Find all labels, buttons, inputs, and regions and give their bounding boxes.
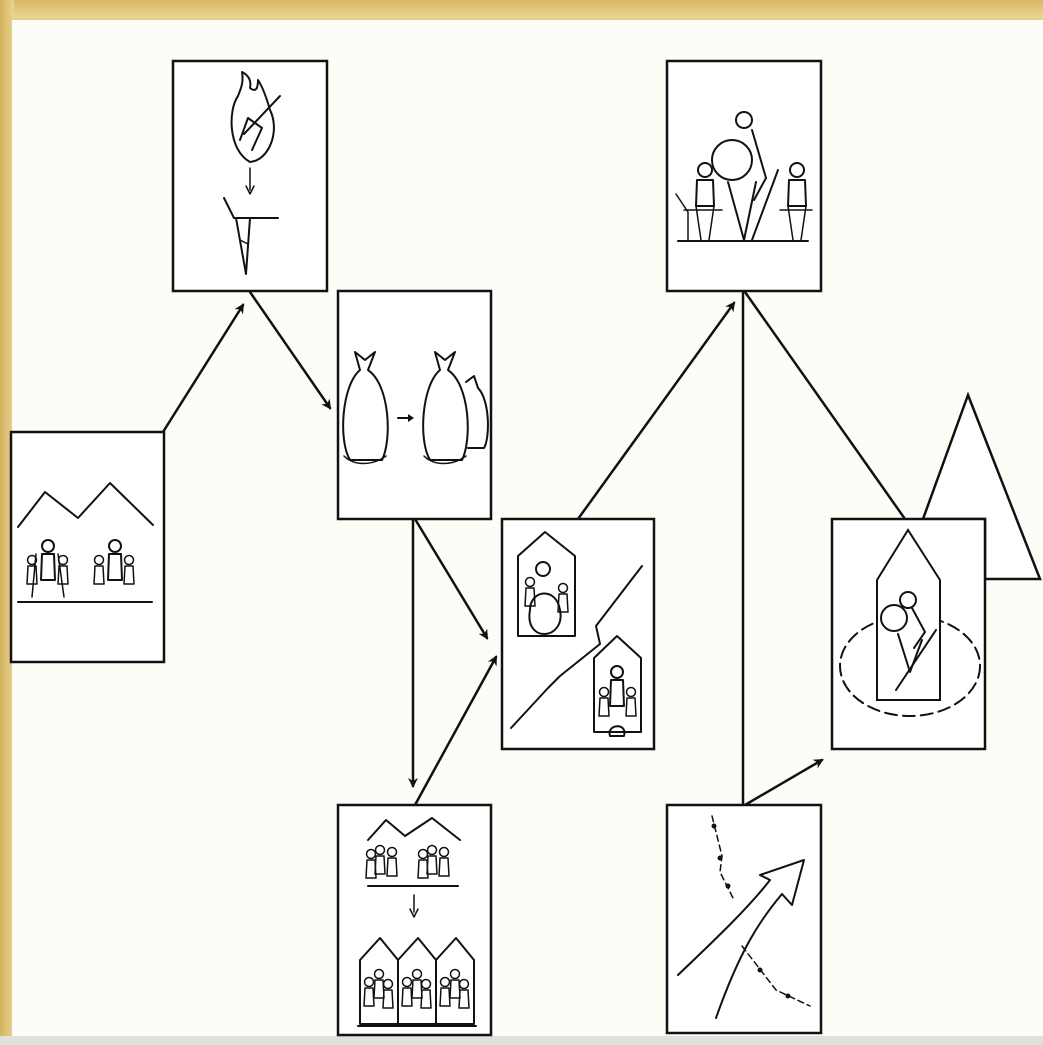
line-elder-to-homestead	[743, 290, 907, 521]
grain-sack-growth-icon	[342, 351, 489, 465]
panel-family-mountains	[9, 430, 166, 664]
panel-household-division	[500, 517, 656, 751]
frame-left-border	[0, 0, 14, 1045]
panel-elder-with-children	[665, 59, 823, 293]
panel-separated-households	[336, 803, 493, 1037]
panel-sack-growth	[336, 289, 493, 521]
arrow-sack-to-division	[413, 517, 489, 640]
panel-bounded-homestead	[830, 517, 987, 751]
bottom-strip	[0, 1036, 1043, 1045]
connector-lines	[161, 290, 907, 807]
homestead-boundary-icon	[839, 528, 981, 717]
panel-fire-to-grave	[171, 59, 329, 293]
frame-top-border	[0, 0, 1043, 18]
expansion-arrow-icon	[677, 815, 811, 1019]
arrow-family-to-fire	[161, 303, 245, 434]
arrow-division-to-elder	[576, 301, 736, 521]
arrow-households-to-division	[413, 655, 498, 807]
fire-and-grave-icon	[223, 71, 281, 275]
arrow-fire-to-sack	[248, 290, 332, 410]
elder-with-children-icon	[675, 111, 813, 242]
panel-expansion-path	[665, 803, 823, 1035]
separated-households-icon	[357, 817, 477, 1027]
family-group-under-mountains-icon	[17, 482, 154, 603]
arrow-expansion-to-homestead	[743, 758, 824, 807]
households-dividing-icon	[510, 531, 643, 737]
